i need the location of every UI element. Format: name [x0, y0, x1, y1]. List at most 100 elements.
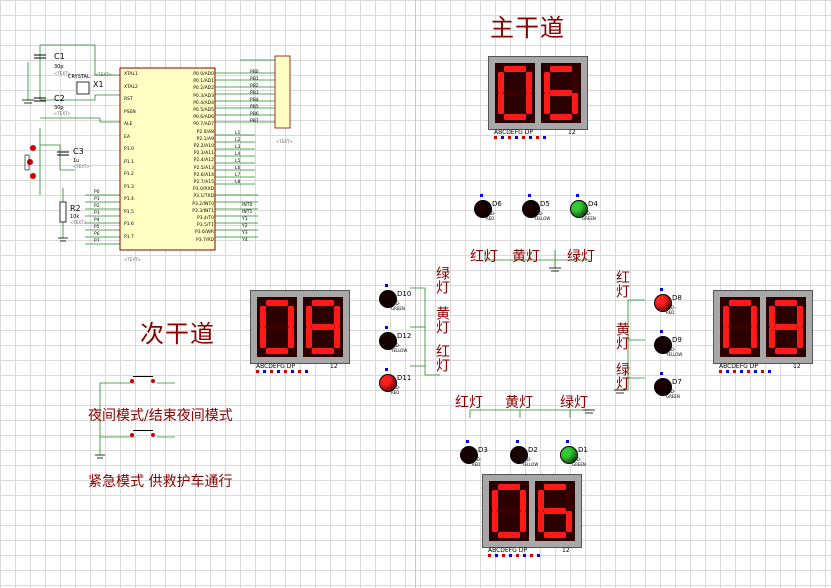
segment-d — [544, 532, 566, 538]
led-body — [379, 290, 397, 308]
pin-label: RST — [124, 97, 133, 102]
pin-label: P3.4/T0 — [197, 216, 214, 221]
pin-label: P1.2 — [124, 172, 134, 177]
led-type: LED-GREEN — [572, 457, 586, 467]
digit-1 — [489, 481, 529, 541]
segment-a — [498, 484, 520, 490]
pin-label: ALE — [124, 122, 133, 127]
pin-label: P2.6/A14 — [193, 172, 214, 178]
pin-label: XTAL1 — [124, 72, 138, 77]
pin — [494, 136, 497, 139]
pin-label: XTAL2 — [124, 84, 138, 90]
pin — [502, 554, 505, 557]
segment-g — [544, 508, 566, 514]
pin-label: PB6 — [250, 112, 259, 117]
pin-label: PB2 — [250, 84, 259, 89]
display-left: ABCDEFG DP 12 — [250, 290, 350, 373]
night-mode-button[interactable] — [128, 376, 158, 386]
pin-label: L4 — [235, 152, 241, 157]
led-pin — [385, 326, 388, 329]
segment-d — [504, 114, 526, 120]
digit-svg — [723, 300, 757, 354]
segment-c — [566, 511, 572, 532]
x1-ref: X1 — [93, 80, 104, 89]
led-ref: D4 — [588, 200, 598, 208]
pin-label: INT0 — [242, 203, 253, 208]
pin-label: P6 — [94, 232, 100, 237]
segment-d — [775, 348, 797, 354]
display-pins — [719, 370, 779, 374]
pin-label: Y1 — [242, 217, 248, 222]
c2-value: 30p — [54, 105, 64, 111]
led-pin — [480, 194, 483, 197]
pin-label: P0.2/AD2 — [193, 86, 214, 92]
pin — [543, 136, 546, 139]
segment-e — [306, 327, 312, 348]
led-pin — [576, 194, 579, 197]
secondary-road-title: 次干道 — [140, 320, 215, 348]
digit-2 — [766, 297, 806, 357]
pin — [508, 136, 511, 139]
led-ref: D9 — [672, 336, 682, 344]
segment-e — [492, 511, 498, 532]
pin — [495, 554, 498, 557]
digit-1 — [720, 297, 760, 357]
segment-g — [312, 324, 334, 330]
led-pin — [528, 194, 531, 197]
pin-label: P0 — [94, 190, 100, 195]
segment-g — [498, 508, 520, 514]
pin — [284, 370, 287, 373]
segment-g — [729, 324, 751, 330]
led-pin — [385, 284, 388, 287]
pin — [719, 370, 722, 373]
segment-f — [260, 306, 266, 327]
mcu-circuit — [22, 44, 291, 251]
c3-text-tag: <TEXT> — [73, 164, 90, 169]
right-red-label: 红灯 — [614, 270, 630, 298]
led-type: LED-YELLOW — [522, 457, 539, 467]
pin-label: P0.4/AD4 — [193, 100, 214, 106]
led-pin — [466, 440, 469, 443]
segment-e — [723, 327, 729, 348]
pin-label: L2 — [235, 138, 241, 143]
segment-c — [334, 327, 340, 348]
main-road-title: 主干道 — [490, 14, 565, 42]
segment-c — [520, 511, 526, 532]
led-body — [654, 294, 672, 312]
segment-g — [775, 324, 797, 330]
digit-svg — [260, 300, 294, 354]
segment-c — [751, 327, 757, 348]
pin-label: EA — [124, 134, 130, 140]
x1-text-tag: <TEXT> — [95, 72, 112, 77]
pin-label: P1.3 — [124, 184, 134, 190]
segment-b — [520, 490, 526, 511]
digit-svg — [538, 484, 572, 538]
pin — [768, 370, 771, 373]
display-pin-label: ABCDEFG DP — [719, 363, 758, 370]
digit-svg — [544, 66, 578, 120]
display-pin-label: ABCDEFG DP — [494, 129, 533, 136]
led-ref: D5 — [540, 200, 550, 208]
led-ref: D11 — [397, 374, 412, 382]
pin-label: P2.0/A8 — [196, 129, 214, 135]
pin — [523, 554, 526, 557]
segment-e — [498, 93, 504, 114]
pin — [298, 370, 301, 373]
left-red-label: 红灯 — [434, 344, 450, 372]
pin-label: P0.0/AD0 — [193, 72, 214, 77]
pin-label: P1.0 — [124, 147, 134, 152]
segment-d — [550, 114, 572, 120]
left-yellow-label: 黄灯 — [434, 306, 450, 334]
emergency-mode-button[interactable] — [128, 430, 158, 440]
segment-a — [729, 300, 751, 306]
segment-g — [504, 90, 526, 96]
segment-e — [769, 327, 775, 348]
pin — [256, 370, 259, 373]
segment-d — [266, 348, 288, 354]
pin-label: PB1 — [250, 77, 259, 82]
pin-label: P2.7/A15 — [193, 180, 214, 185]
segment-b — [526, 72, 532, 93]
pin-label: P0.6/AD6 — [193, 115, 214, 121]
segment-e — [544, 93, 550, 114]
